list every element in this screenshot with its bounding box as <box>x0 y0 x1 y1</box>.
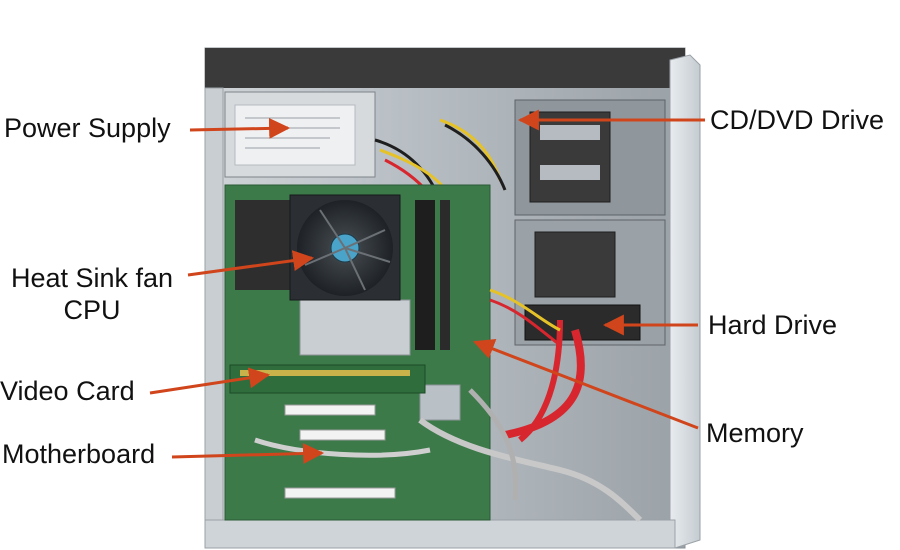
case-bottom-rail <box>204 519 676 549</box>
internal-cables <box>254 288 643 523</box>
hard-drive-label: Hard Drive <box>708 310 838 340</box>
video-card-arrow <box>149 367 271 395</box>
heat-sink-arrow <box>187 250 315 277</box>
video-card-board <box>229 364 426 394</box>
power-supply-unit <box>224 91 376 178</box>
case-top-panel <box>205 48 685 88</box>
expansion-slots <box>284 404 396 499</box>
heat-sink-fan-label-line2: CPU <box>63 295 121 325</box>
motherboard-board <box>224 184 491 521</box>
motherboard-arrow <box>171 443 325 465</box>
callout-arrows <box>149 109 705 465</box>
memory-arrow <box>473 339 699 430</box>
motherboard-label: Motherboard <box>2 439 156 469</box>
memory-label: Memory <box>706 418 804 448</box>
cd-dvd-drive-bay <box>514 99 666 216</box>
heat-sink-fan-label: Heat Sink fan CPU <box>2 262 182 326</box>
power-supply-arrow <box>189 117 291 139</box>
cpu-heat-sink-fan <box>289 194 401 301</box>
cd-dvd-drive-label: CD/DVD Drive <box>710 105 885 135</box>
power-supply-label: Power Supply <box>4 113 171 143</box>
case-left-rail <box>204 87 224 547</box>
case-front-panel <box>669 54 701 549</box>
heat-sink-fan-label-line1: Heat Sink fan <box>10 263 174 293</box>
video-card-label: Video Card <box>0 376 135 406</box>
